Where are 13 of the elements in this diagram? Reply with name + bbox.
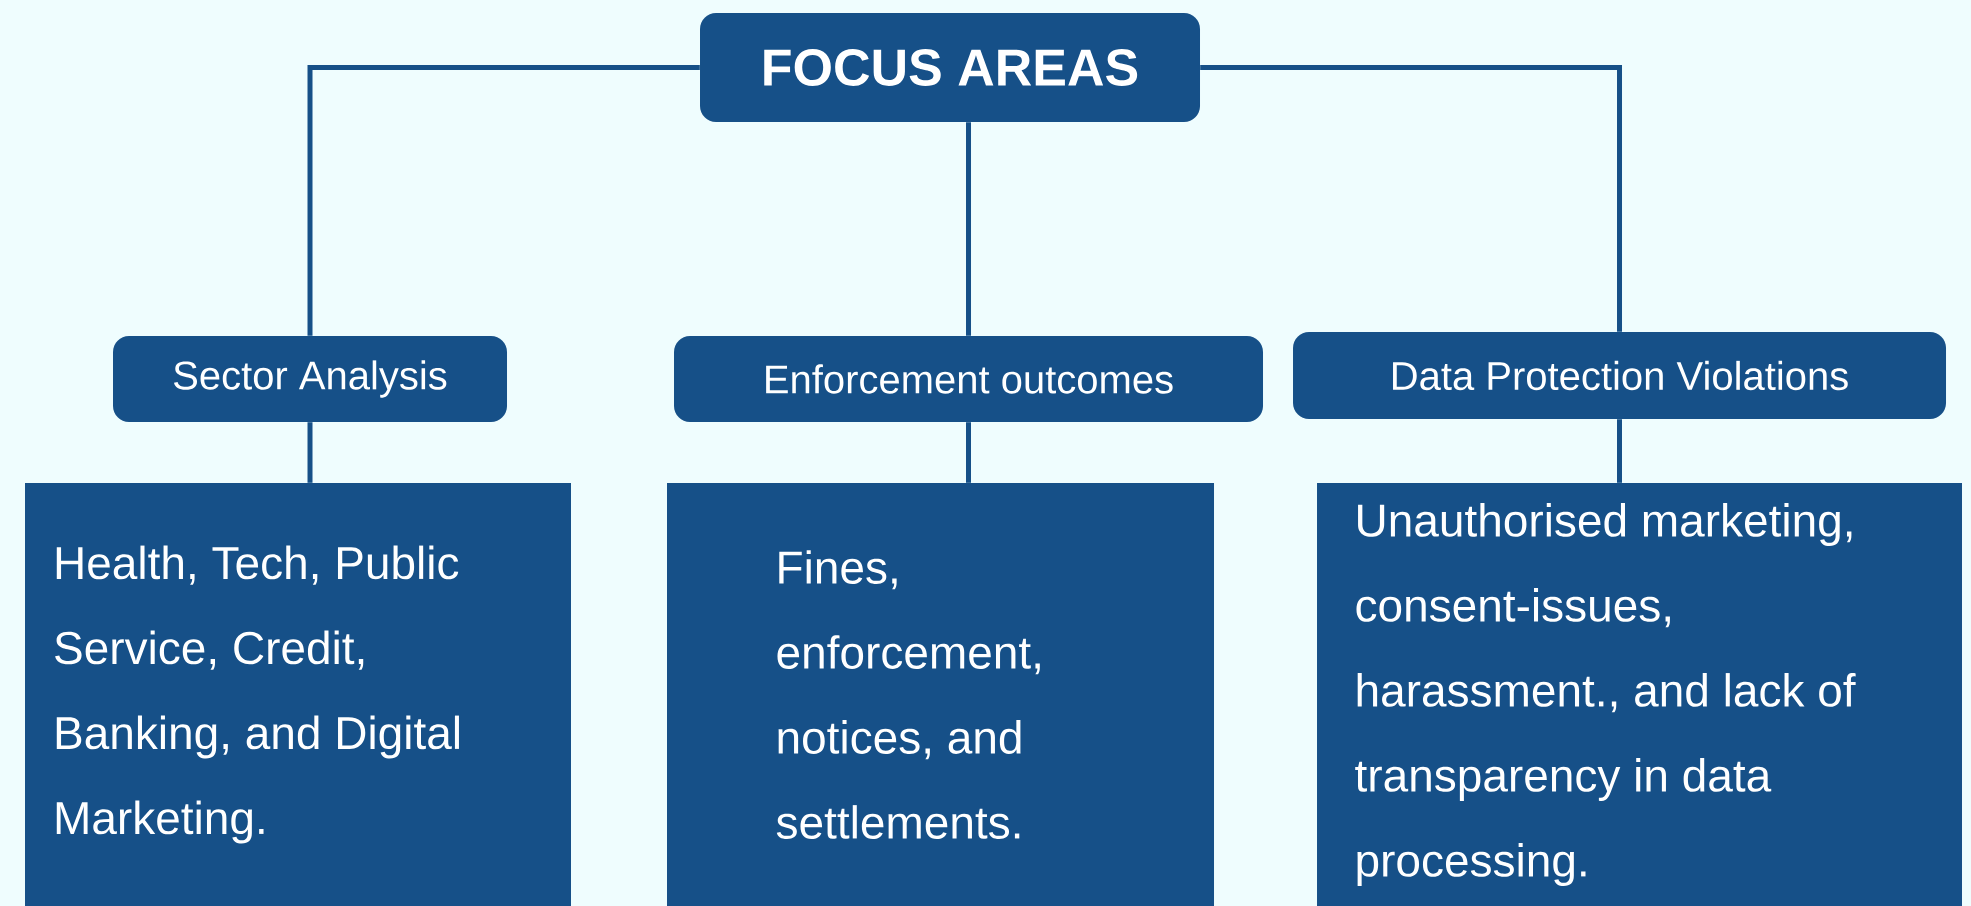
connector-line [307, 422, 313, 483]
category-box: Enforcement outcomes [674, 336, 1263, 422]
connector-line [307, 65, 700, 336]
connector-line [1617, 419, 1622, 483]
connector-line [966, 422, 971, 483]
category-box: Data Protection Violations [1293, 332, 1946, 419]
description-box: Unauthorised marketing, consent-issues, harassment., and lack of transparency in data processing. [1317, 483, 1962, 906]
description-box: Health, Tech, Public Service, Credit, Banking, and Digital Marketing. [25, 483, 571, 906]
category-box: Sector Analysis [113, 336, 507, 422]
title-box: FOCUS AREAS [700, 13, 1200, 122]
connector-line [966, 122, 971, 336]
connector-line [1200, 65, 1622, 332]
description-box: Fines, enforcement, notices, and settlements. [667, 483, 1214, 906]
